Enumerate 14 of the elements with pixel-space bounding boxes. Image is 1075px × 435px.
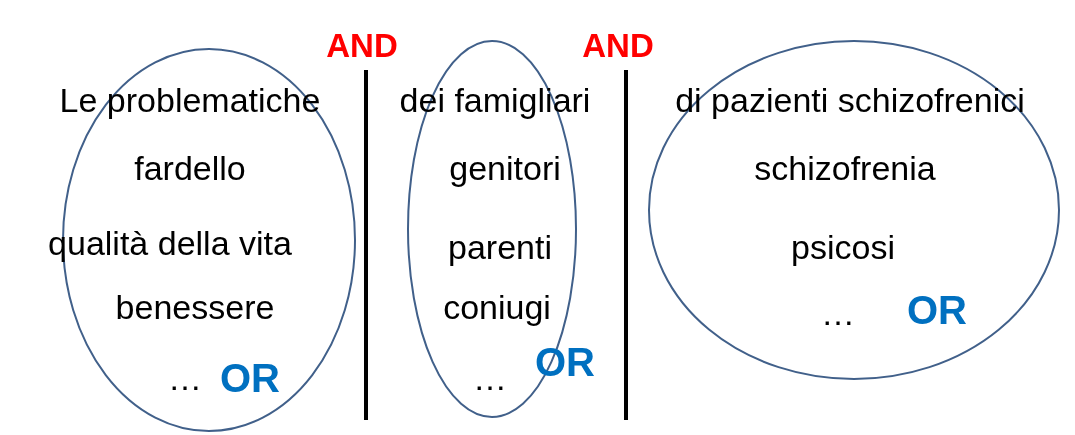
operator-label: OR bbox=[907, 290, 967, 330]
operator-label: OR bbox=[220, 358, 280, 398]
search-term: schizofrenia bbox=[754, 151, 936, 185]
ellipsis: … bbox=[168, 361, 202, 395]
search-term: parenti bbox=[448, 230, 552, 264]
search-term: coniugi bbox=[443, 290, 551, 324]
search-term: genitori bbox=[449, 151, 561, 185]
search-term: fardello bbox=[134, 151, 246, 185]
search-term: psicosi bbox=[791, 230, 895, 264]
operator-label: AND bbox=[326, 28, 398, 62]
ellipsis: … bbox=[821, 296, 855, 330]
operator-label: AND bbox=[582, 28, 654, 62]
search-term: benessere bbox=[115, 290, 275, 324]
ellipsis: … bbox=[473, 361, 507, 395]
